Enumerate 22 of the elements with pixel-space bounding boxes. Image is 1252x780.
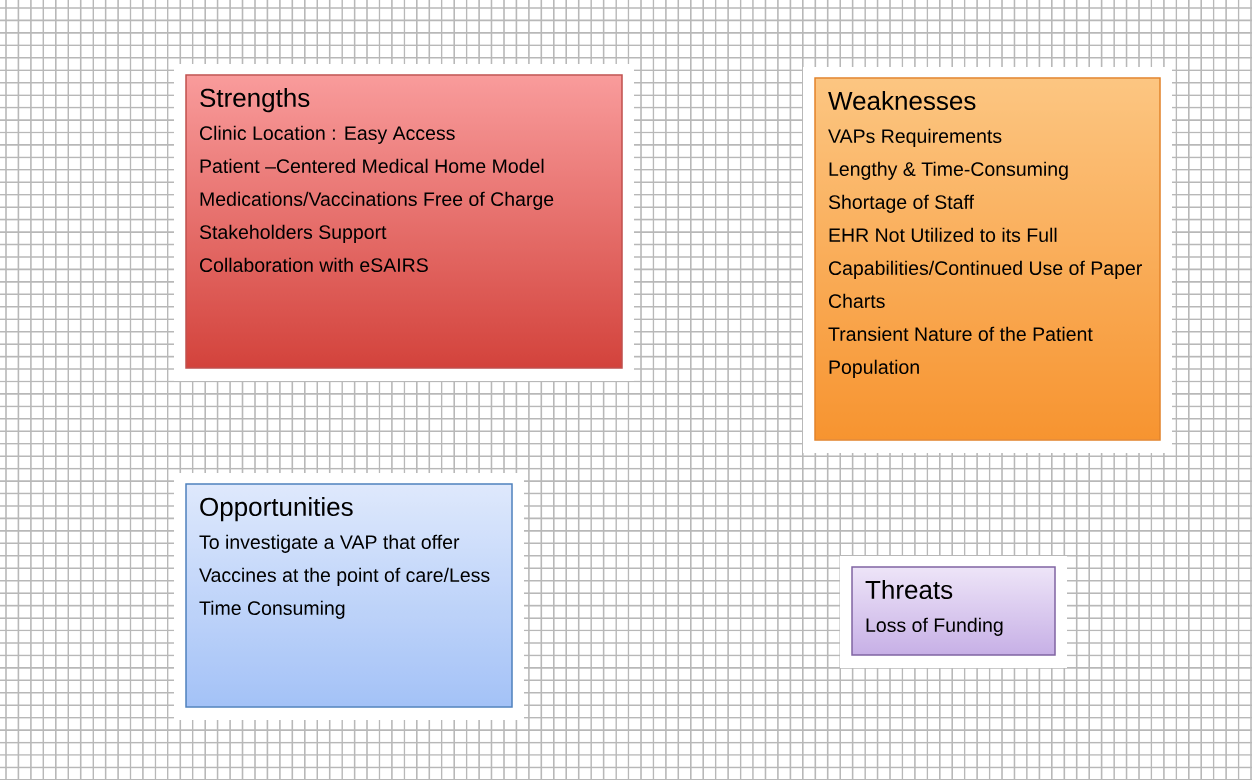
- list-item: Collaboration with eSAIRS: [200, 257, 428, 273]
- list-item: Clinic Location : Easy Access: [200, 125, 455, 144]
- swot-box: [803, 67, 1172, 453]
- list-item: Stakeholders Support: [199, 224, 387, 243]
- list-item: Time Consuming: [199, 600, 345, 619]
- swot-box: [840, 556, 1067, 668]
- list-item: VAPs Requirements: [828, 128, 1002, 147]
- box-heading: Threats: [865, 580, 953, 600]
- list-item: Vaccines at the point of care/Less: [199, 567, 490, 586]
- list-item: Lengthy & Time-Consuming: [829, 161, 1068, 180]
- list-item: Shortage of Staff: [828, 194, 975, 213]
- box-heading: Strengths: [200, 88, 310, 113]
- list-item: Loss of Funding: [866, 617, 1003, 636]
- list-item: Medications/Vaccinations Free of Charge: [200, 191, 554, 210]
- list-item: EHR Not Utilized to its Full Capabilities/Continued Use of Paper Charts: [829, 227, 1142, 309]
- swot-box: [174, 473, 524, 720]
- box-heading: Weaknesses: [828, 91, 976, 111]
- list-item: To investigate a VAP that offer: [199, 534, 460, 553]
- swot-box: [174, 64, 634, 381]
- box-heading: Opportunities: [200, 497, 353, 522]
- list-item: Transient Nature of the Patient Population: [828, 326, 1093, 378]
- list-item: Patient –Centered Medical Home Model: [200, 158, 544, 174]
